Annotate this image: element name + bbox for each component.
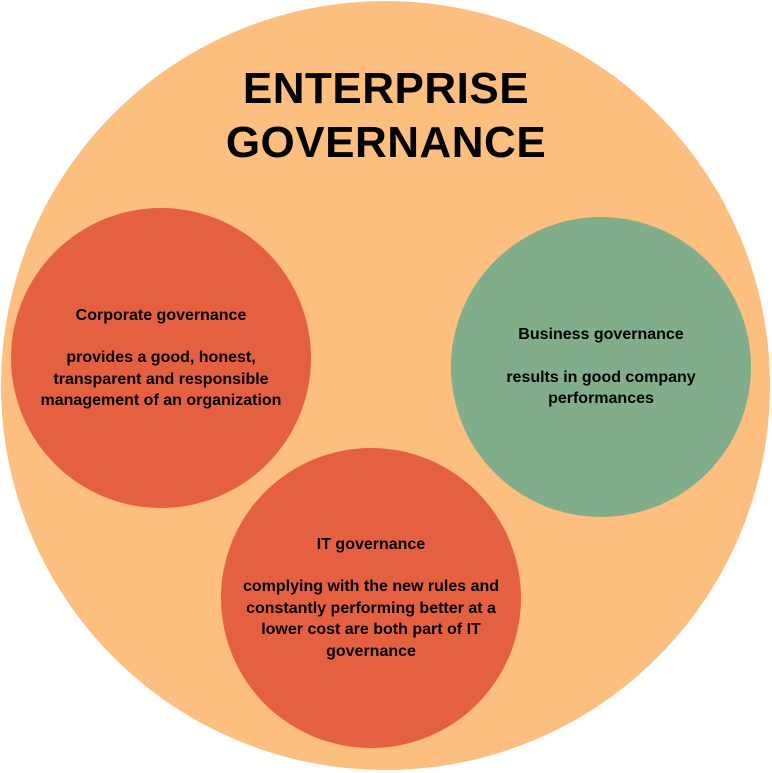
business-governance-heading: Business governance xyxy=(518,326,684,344)
business-governance-circle: Business governance results in good comp… xyxy=(451,217,751,517)
title-line-2: GOVERNANCE xyxy=(225,118,547,167)
corporate-governance-heading: Corporate governance xyxy=(75,306,247,324)
it-governance-description: complying with the new rules and constan… xyxy=(242,578,500,660)
it-governance-circle: IT governance complying with the new rul… xyxy=(221,448,521,748)
title-line-1: ENTERPRISE xyxy=(242,64,530,113)
it-governance-heading: IT governance xyxy=(316,535,426,553)
corporate-governance-circle: Corporate governance provides a good, ho… xyxy=(11,208,311,508)
business-governance-description: results in good company performances xyxy=(506,368,696,408)
corporate-governance-description: provides a good, honest, transparent and… xyxy=(40,349,282,409)
diagram-title: ENTERPRISE GOVERNANCE xyxy=(136,62,636,170)
